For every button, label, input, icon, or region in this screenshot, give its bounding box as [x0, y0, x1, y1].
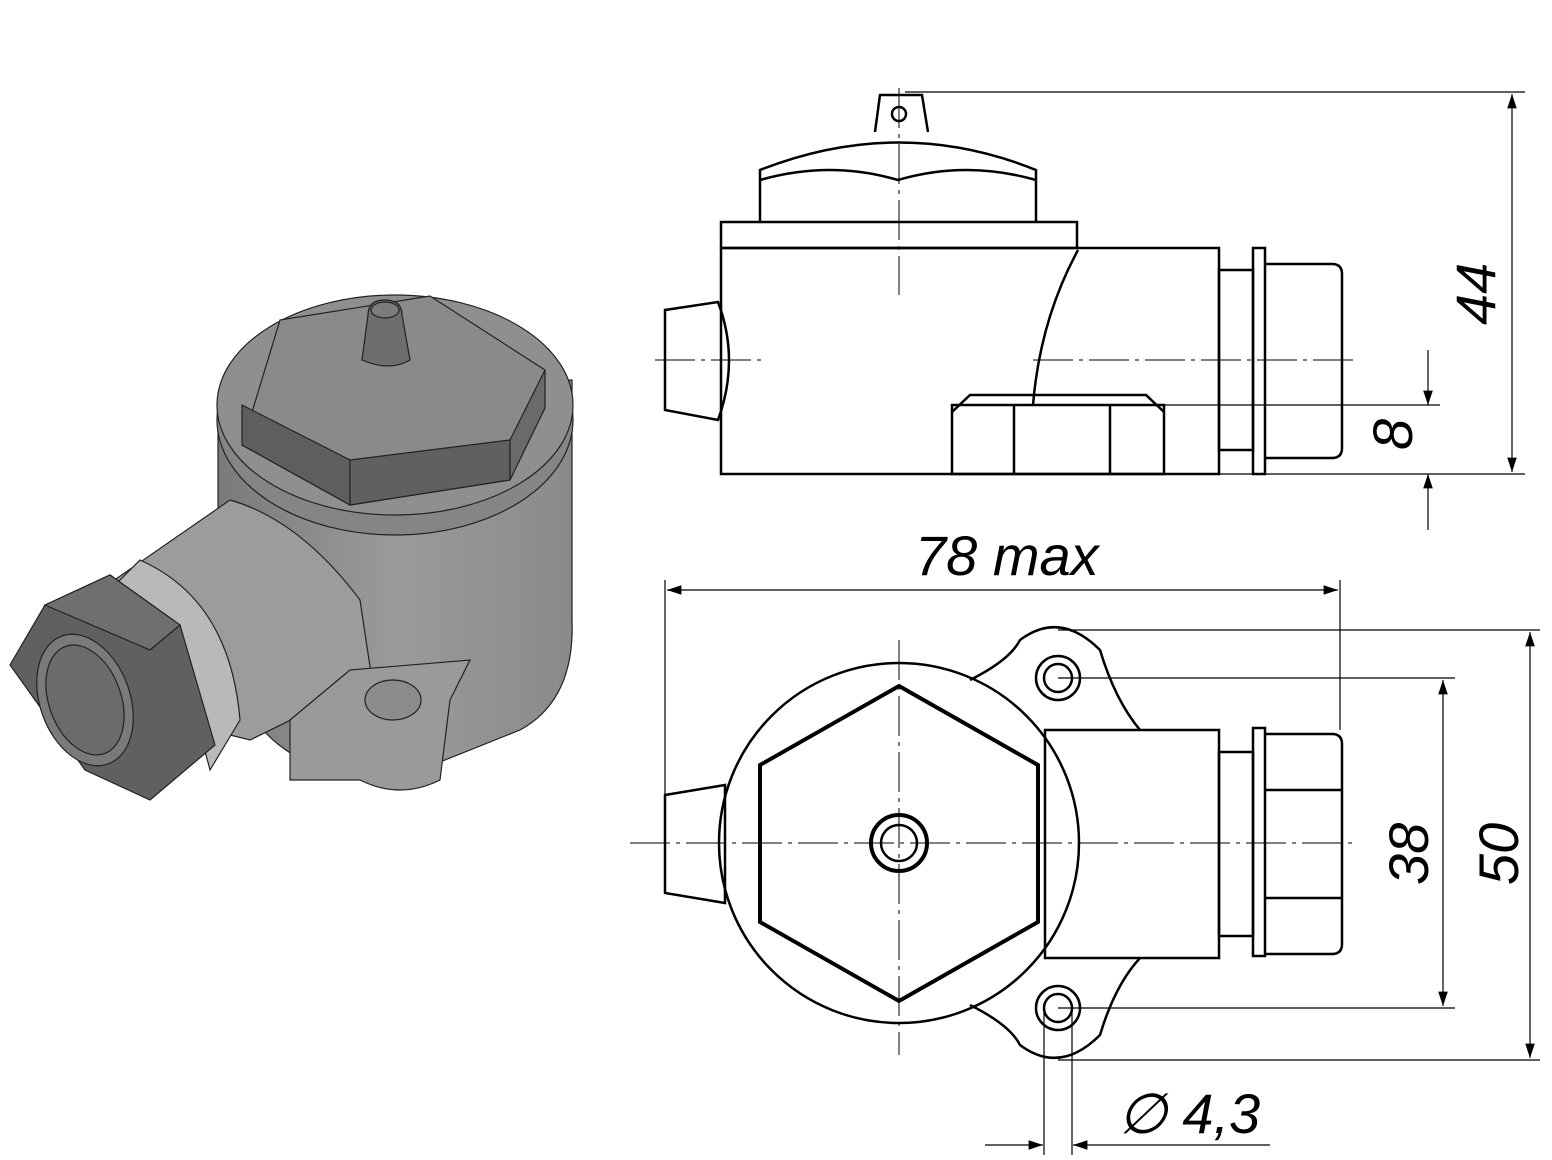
front-view-centerlines: [655, 88, 1355, 361]
top-view-centerlines: [630, 640, 1355, 1055]
dim-hole-spacing: 38: [1377, 823, 1440, 885]
dim-hole-diameter: ∅ 4,3: [1118, 1082, 1260, 1145]
dim-overall-length: 78 max: [915, 524, 1101, 587]
front-view: [663, 93, 1344, 476]
dim-overall-width: 50: [1467, 823, 1530, 885]
dim-overall-height: 44: [1444, 263, 1507, 325]
dimension-lines: [664, 91, 1540, 1155]
isometric-render: [9, 294, 574, 801]
dim-mount-offset: 8: [1361, 419, 1424, 450]
